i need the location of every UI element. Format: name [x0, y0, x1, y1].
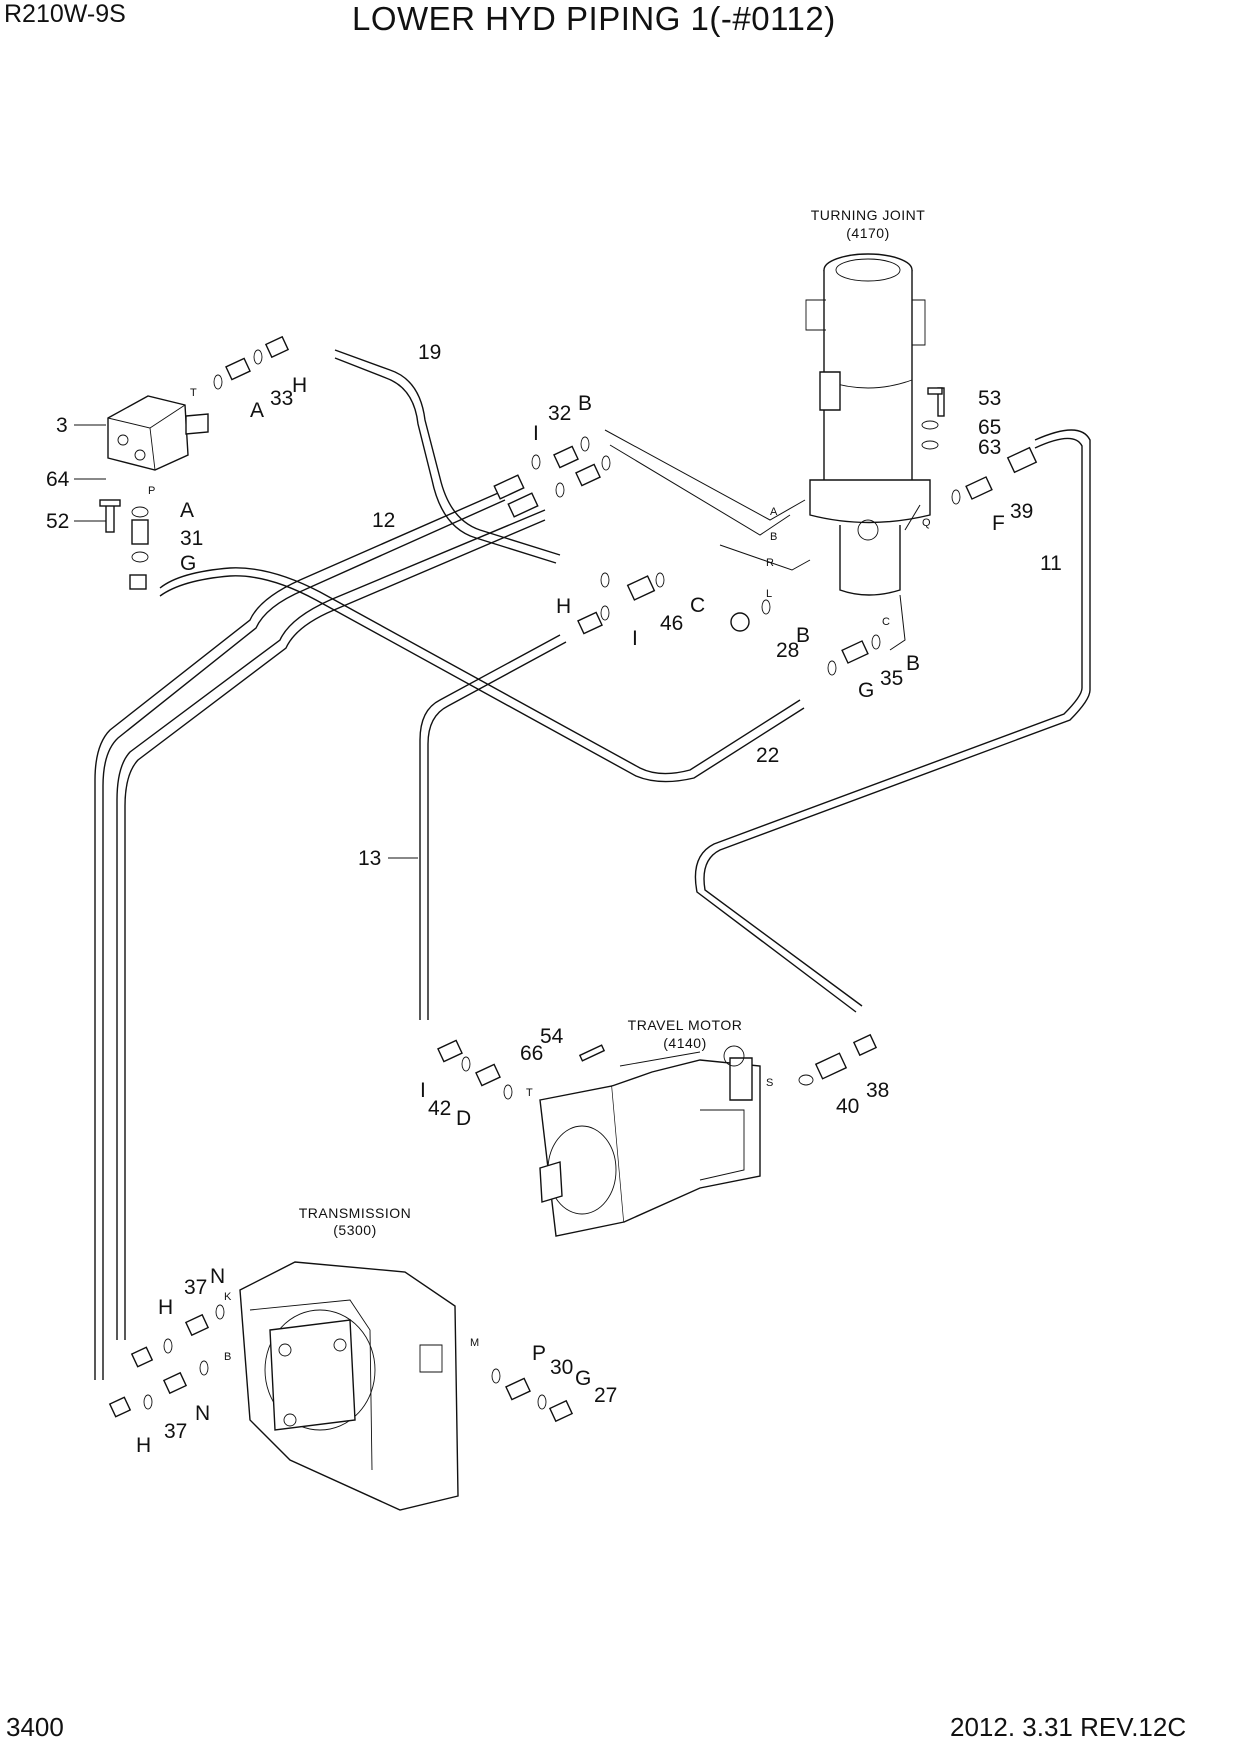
callout-I-1: I	[533, 422, 539, 445]
callout-64: 64	[46, 468, 70, 491]
callout-H-3: H	[158, 1296, 173, 1319]
port-Q-tj: Q	[922, 517, 931, 529]
hose-12	[94, 489, 506, 1380]
revision-date: 2012. 3.31 REV.12C	[950, 1712, 1187, 1742]
callout-H-2: H	[556, 595, 571, 618]
turning-joint-label: TURNING JOINT	[811, 207, 926, 223]
port-A-tj: A	[770, 506, 778, 518]
transmission-label: TRANSMISSION	[299, 1205, 412, 1221]
port-leaders	[604, 429, 921, 651]
callout-39: 39	[1010, 500, 1033, 523]
callout-B-3: B	[906, 652, 920, 675]
callouts: 3 64 52 A 33 H 19 A 31 G 12 32 B I 53 65…	[46, 341, 1062, 1457]
callout-12: 12	[372, 509, 395, 532]
hose-11	[703, 429, 1091, 1007]
port-S-motor: S	[766, 1077, 773, 1089]
callout-H-4: H	[136, 1434, 151, 1457]
callout-53: 53	[978, 387, 1001, 410]
callout-G-2: G	[858, 679, 874, 702]
callout-32: 32	[548, 402, 571, 425]
callout-G-3: G	[575, 1367, 591, 1390]
transmission-code: (5300)	[333, 1222, 376, 1238]
transmission	[239, 1261, 459, 1511]
callout-N-1: N	[210, 1265, 225, 1288]
port-P-valve: P	[148, 485, 155, 497]
callout-38: 38	[866, 1079, 889, 1102]
callout-13: 13	[358, 847, 381, 870]
page-title: LOWER HYD PIPING 1(-#0112)	[352, 0, 836, 37]
callout-N-2: N	[195, 1402, 210, 1425]
travel-motor-code: (4140)	[663, 1035, 706, 1051]
turning-joint-code: (4170)	[846, 225, 889, 241]
callout-27: 27	[594, 1384, 617, 1407]
port-R-tj: R	[766, 557, 774, 569]
callout-19: 19	[418, 341, 441, 364]
callout-D: D	[456, 1107, 471, 1130]
callout-A-1: A	[250, 399, 264, 422]
travel-motor-label: TRAVEL MOTOR	[628, 1017, 743, 1033]
port-C-tj: C	[882, 616, 890, 628]
o-rings	[131, 349, 961, 1410]
port-T-valve: T	[190, 387, 197, 399]
callout-37-2: 37	[164, 1420, 187, 1443]
callout-H-1: H	[292, 374, 307, 397]
callout-30: 30	[550, 1356, 573, 1379]
callout-35: 35	[880, 667, 903, 690]
page-number: 3400	[6, 1712, 64, 1742]
callout-66: 66	[520, 1042, 543, 1065]
port-L-tj: L	[766, 588, 772, 600]
callout-28: 28	[776, 639, 799, 662]
callout-F: F	[992, 512, 1005, 535]
callout-33: 33	[270, 387, 293, 410]
callout-11: 11	[1040, 552, 1062, 575]
callout-37-1: 37	[184, 1276, 207, 1299]
callout-31: 31	[180, 527, 203, 550]
callout-B-2: B	[796, 624, 810, 647]
callout-63: 63	[978, 436, 1001, 459]
callout-G-1: G	[180, 552, 196, 575]
port-T-motor: T	[526, 1087, 533, 1099]
callout-I-2: I	[632, 627, 638, 650]
callout-40: 40	[836, 1095, 859, 1118]
turning-joint	[805, 253, 931, 596]
port-M-trans: M	[470, 1337, 479, 1349]
port-B-tj: B	[770, 531, 777, 543]
callout-A-2: A	[180, 499, 194, 522]
callout-I-3: I	[420, 1079, 426, 1102]
callout-42: 42	[428, 1097, 451, 1120]
callout-52: 52	[46, 510, 69, 533]
model-number: R210W-9S	[4, 0, 126, 28]
hose-22	[159, 567, 801, 775]
hose-19	[334, 349, 561, 556]
callout-54: 54	[540, 1025, 564, 1048]
callout-B-1: B	[578, 392, 592, 415]
callout-65: 65	[978, 416, 1001, 439]
callout-46: 46	[660, 612, 683, 635]
fittings	[99, 335, 1038, 1423]
callout-C: C	[690, 594, 705, 617]
brake-valve	[107, 395, 209, 471]
callout-22: 22	[756, 744, 779, 767]
callout-3: 3	[56, 414, 68, 437]
port-K-trans: K	[224, 1291, 232, 1303]
hose-13	[419, 634, 561, 1020]
port-letters: T P A B R L C Q T S K B M	[148, 387, 931, 1363]
port-B-trans: B	[224, 1351, 231, 1363]
travel-motor	[539, 1045, 761, 1237]
callout-P: P	[532, 1342, 546, 1365]
hoses	[94, 349, 1091, 1380]
